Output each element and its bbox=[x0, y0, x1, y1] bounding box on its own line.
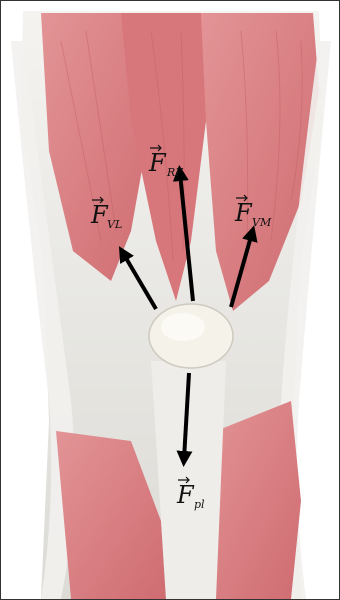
label-f-pl-symbol: F bbox=[176, 481, 195, 509]
patella-highlight bbox=[161, 313, 205, 341]
label-f-pl-subscript: pl bbox=[194, 498, 205, 511]
label-f-rf-symbol: F bbox=[148, 149, 167, 177]
label-f-vm-symbol: F bbox=[234, 199, 253, 227]
label-f-vl-subscript: VL bbox=[107, 218, 122, 231]
label-f-vm-subscript: VM bbox=[252, 216, 272, 229]
label-f-rf-subscript: RF bbox=[166, 166, 183, 179]
